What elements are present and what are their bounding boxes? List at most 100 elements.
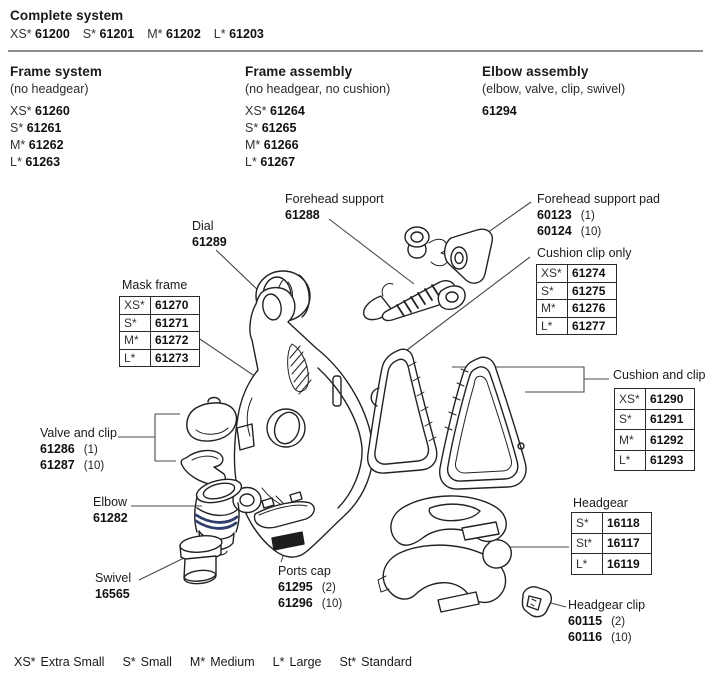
size-legend: XS*Extra Small S*Small M*Medium L*Large … [14,655,412,669]
cushion-clip-illustration [366,348,438,474]
part-name: Swivel [95,571,132,585]
table-row: XS*61274 [536,264,617,283]
part-cell: 61292 [645,429,695,451]
cushion-and-clip-table: XS*61290 S*61291 M*61292 L*61293 [614,388,695,471]
part-name: Forehead support pad [537,192,661,206]
size-cell: M* [614,429,646,451]
dial-leader [215,249,263,295]
variant: XS* 61200 [10,27,70,41]
size-cell: S* [571,512,603,534]
legend-item: L*Large [272,655,322,669]
part-name: Ports cap [278,564,331,578]
size-cell: S* [614,408,646,430]
size-cell: XS* [536,264,568,283]
part-cell: 61290 [645,388,695,410]
section-subtitle: (elbow, valve, clip, swivel) [482,82,626,96]
table-row: L*61293 [614,449,695,471]
part-cell: 61276 [567,299,617,318]
section-title: Elbow assembly [482,64,589,79]
variant-list: XS* 61260 S* 61261 M* 61262 L* 61263 [10,103,102,171]
section-subtitle: (no headgear, no cushion) [245,82,391,96]
callout-elbow: Elbow 61282 [93,495,128,526]
part-name: Dial [192,219,214,233]
part-name: Valve and clip [40,426,117,440]
part-cell: 61270 [150,296,200,315]
mask-frame-illustration [233,286,374,558]
part-number: 16565 [95,586,130,601]
table-row: M*61276 [536,299,617,318]
callout-ports-cap: Ports cap 61295(2) 61296(10) [278,564,342,613]
part-cell: 61272 [150,331,200,350]
callout-headgear-clip: Headgear clip 60115(2) 60116(10) [568,598,645,647]
table-row: L*16119 [571,553,652,575]
section-divider [8,50,703,52]
part-number-row: 61287(10) [40,458,105,472]
part-name: Headgear clip [568,598,646,612]
part-cell: 61291 [645,408,695,430]
callout-dial: Dial 61289 [192,219,227,250]
table-row: S*61291 [614,408,695,430]
variant: L* 61203 [213,27,264,41]
variant: L* 61263 [10,155,61,169]
swivel-illustration [179,535,223,585]
headgear-table: S*16118 St*16117 L*16119 [571,512,652,575]
legend-item: XS*Extra Small [14,655,105,669]
variant: L* 61267 [245,155,296,169]
elbow-assembly-section: Elbow assembly (elbow, valve, clip, swiv… [482,64,625,120]
part-number-row: 60124(10) [537,224,602,238]
part-number: 61282 [93,510,128,525]
table-row: S*61275 [536,281,617,300]
table-row: M*61292 [614,429,695,451]
part-cell: 61277 [567,316,617,335]
table-row: St*16117 [571,532,652,554]
illustrations [179,226,553,618]
variant: S* 61201 [82,27,135,41]
section-subtitle: (no headgear) [10,82,89,96]
part-name: Headgear [573,496,628,510]
valve-illustration [186,396,238,442]
part-number: 61294 [482,104,517,118]
valve-clip-bracket [118,413,180,462]
part-number-row: 60115(2) [568,613,626,628]
part-cell: 16118 [602,512,652,534]
variant-list: 61294 [482,103,625,120]
cushion-and-clip-bracket [452,366,609,393]
cushion-and-clip-illustration [439,356,527,490]
part-name: Cushion clip only [537,246,632,260]
variant: S* 61261 [10,121,62,135]
part-cell: 61271 [150,313,200,332]
forehead-support-leader [328,218,415,285]
part-number-row: 60116(10) [568,630,632,644]
variant: M* 61266 [245,138,299,152]
part-name: Cushion and clip [613,368,706,382]
table-row: XS*61270 [119,296,200,315]
callout-headgear: Headgear [573,496,628,512]
callout-swivel: Swivel 16565 [95,571,131,602]
callout-cushion-and-clip: Cushion and clip [613,368,705,384]
complete-system-section: Complete system XS* 61200 S* 61201 M* 61… [10,8,264,41]
size-cell: S* [119,313,151,332]
size-cell: L* [614,449,646,471]
table-row: L*61277 [536,316,617,335]
ports-cap-illustration [253,491,315,529]
legend-item: St*Standard [339,655,412,669]
size-cell: L* [571,553,603,575]
part-number: 61288 [285,207,320,222]
callout-forehead-support: Forehead support 61288 [285,192,384,223]
size-cell: M* [119,331,151,350]
size-cell: L* [119,348,151,367]
size-cell: St* [571,532,603,554]
part-number-row: 61295(2) [278,579,336,594]
size-cell: L* [536,316,568,335]
callout-valve-and-clip: Valve and clip 61286(1) 61287(10) [40,426,117,475]
table-row: S*61271 [119,313,200,332]
callout-mask-frame: Mask frame [122,278,187,294]
size-cell: XS* [614,388,646,410]
size-cell: XS* [119,296,151,315]
table-row: XS*61290 [614,388,695,410]
part-name: Forehead support [285,192,384,206]
callout-forehead-support-pad: Forehead support pad 60123(1) 60124(10) [537,192,660,241]
section-title: Frame system [10,64,103,79]
